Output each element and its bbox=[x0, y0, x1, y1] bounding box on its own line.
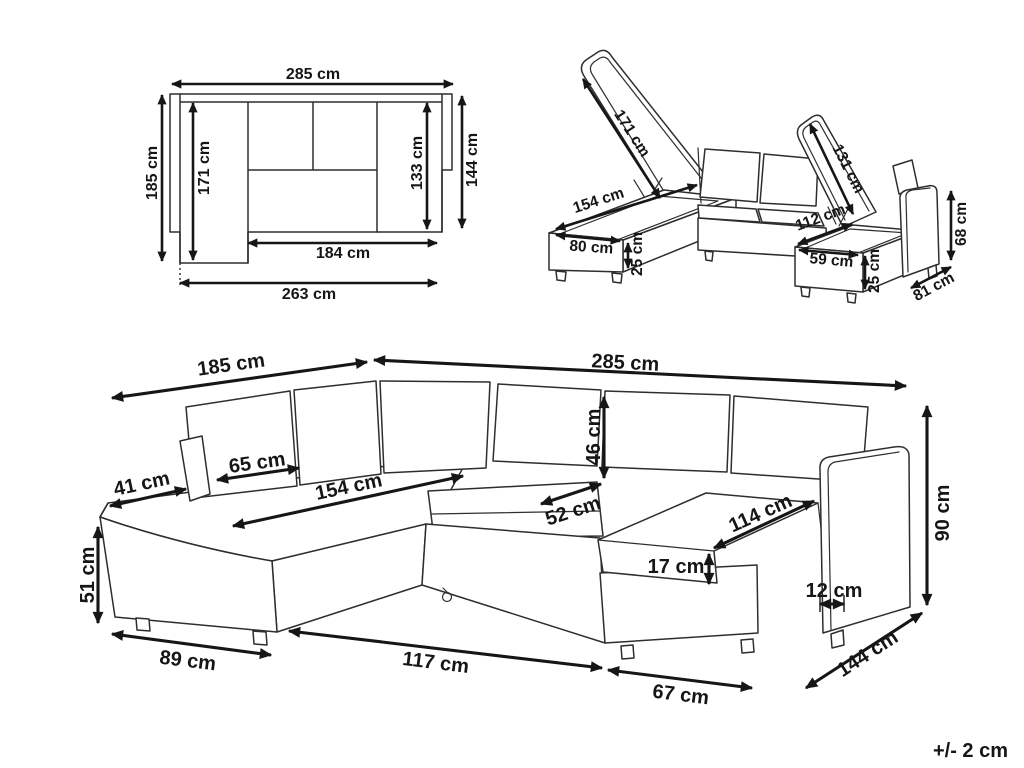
main-dim-middle-front bbox=[287, 626, 604, 673]
main-dim-chaise-seat bbox=[231, 473, 465, 529]
plan-inner-lines bbox=[179, 93, 443, 264]
storage-dim-left-lid bbox=[581, 78, 662, 199]
main-dim-back-long bbox=[372, 355, 908, 391]
storage-dim-right-opening bbox=[797, 222, 853, 246]
main-dim-back-left bbox=[110, 358, 369, 402]
plan-label-chaise-length: 171 cm bbox=[196, 141, 213, 195]
main-dim-arm-shelf bbox=[108, 486, 188, 509]
storage-armrest bbox=[899, 184, 940, 278]
storage-view: 171 cm 154 cm 80 cm 25 cm 112 cm 131 cm … bbox=[548, 49, 970, 305]
plan-label-overall-width: 285 cm bbox=[286, 66, 340, 83]
main-label-seat-thickness: 17 cm bbox=[648, 556, 705, 578]
storage-label-armrest-height: 68 cm bbox=[953, 202, 970, 246]
storage-left-box-legs bbox=[555, 270, 623, 284]
plan-label-body-depth: 133 cm bbox=[409, 136, 426, 190]
main-back-cushion-4 bbox=[601, 390, 731, 473]
main-caster-wheel bbox=[441, 591, 453, 603]
storage-left-lid-inner bbox=[589, 56, 713, 199]
storage-back-cushion-2 bbox=[759, 153, 819, 207]
storage-label-right-box-width: 59 cm bbox=[809, 250, 854, 271]
main-dim-right-front bbox=[606, 665, 754, 693]
main-dim-side-depth bbox=[804, 611, 924, 690]
main-label-seat-height: 51 cm bbox=[77, 547, 99, 604]
main-deck-face-right bbox=[421, 523, 606, 644]
main-label-height: 90 cm bbox=[932, 485, 954, 542]
main-back-cushion-2 bbox=[293, 380, 382, 486]
plan-label-inner-width: 184 cm bbox=[316, 245, 370, 262]
tolerance-note: +/- 2 cm bbox=[933, 740, 1008, 762]
main-label-back-left: 185 cm bbox=[196, 349, 266, 380]
main-view: 185 cm 285 cm 41 cm 65 cm 154 cm 46 cm 5… bbox=[77, 349, 954, 709]
main-dim-seat-cushion-w bbox=[539, 482, 603, 506]
main-armrest bbox=[819, 445, 911, 634]
plan-label-base-width: 263 cm bbox=[282, 286, 336, 303]
main-dim-right-seat bbox=[712, 499, 816, 550]
main-dim-chaise-front bbox=[110, 630, 273, 659]
main-dim-arm-width-ticks bbox=[819, 595, 845, 612]
storage-seat-cushion-1 bbox=[697, 204, 761, 223]
main-label-chaise-front: 89 cm bbox=[158, 647, 217, 676]
main-back-cushion-corner bbox=[379, 380, 491, 474]
storage-left-lid bbox=[580, 49, 723, 205]
main-armrest-inner bbox=[827, 451, 900, 631]
storage-label-left-box-width: 80 cm bbox=[569, 237, 614, 257]
main-label-back-long: 285 cm bbox=[591, 350, 660, 376]
main-label-back-cushion-h: 46 cm bbox=[583, 409, 605, 466]
main-label-arm-width: 12 cm bbox=[806, 580, 863, 602]
storage-right-box-legs bbox=[800, 286, 857, 304]
main-caster-stem bbox=[442, 587, 448, 593]
plan-label-depth-left: 185 cm bbox=[144, 146, 161, 200]
storage-dim-left-box-length bbox=[555, 183, 698, 231]
storage-dim-armrest-depth bbox=[910, 265, 952, 290]
storage-label-right-box-depth: 25 cm bbox=[866, 249, 883, 293]
main-chaise-front bbox=[99, 516, 278, 633]
storage-label-left-box-depth: 25 cm bbox=[629, 232, 646, 276]
main-chaise-left-edge bbox=[99, 502, 109, 518]
storage-base-leg bbox=[704, 250, 714, 262]
main-side-cushion bbox=[179, 435, 211, 502]
plan-view: 285 cm 185 cm 171 cm 133 cm 144 cm 184 c… bbox=[144, 66, 481, 303]
storage-back-cushion-1 bbox=[699, 148, 761, 203]
storage-dim-left-box-width bbox=[554, 231, 622, 245]
storage-armrest-inner bbox=[905, 187, 931, 273]
main-label-right-front: 67 cm bbox=[651, 681, 710, 710]
plan-label-right-depth: 144 cm bbox=[464, 133, 481, 187]
storage-dim-right-box-width bbox=[797, 246, 860, 259]
storage-dim-right-lid bbox=[808, 123, 855, 215]
